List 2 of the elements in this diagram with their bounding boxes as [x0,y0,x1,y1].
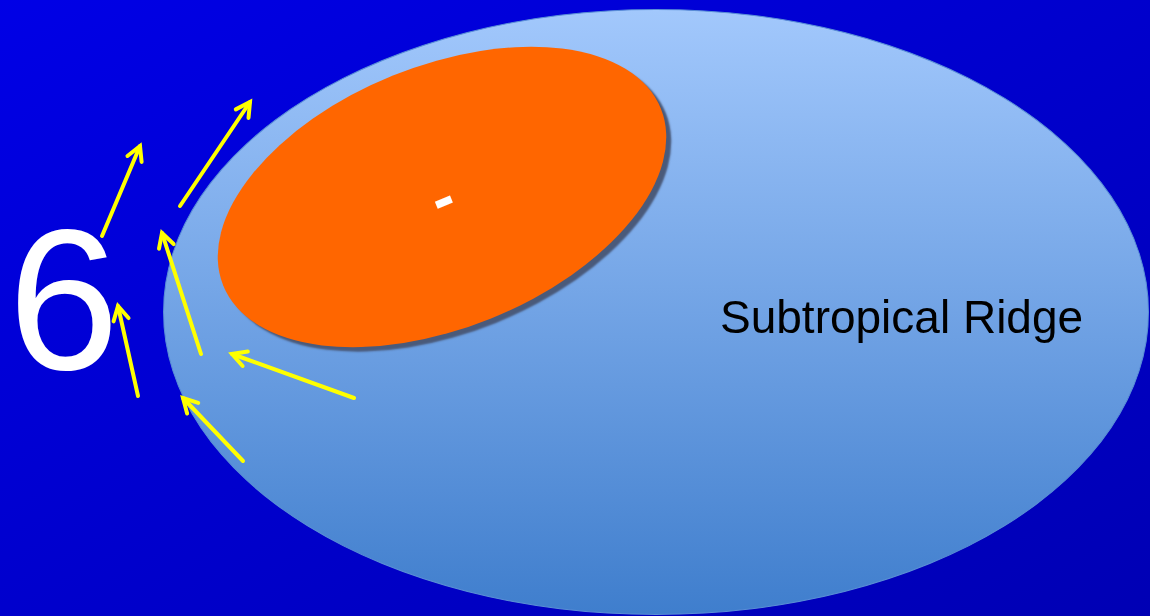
storm-number: 6 [8,200,120,400]
minus-sign: - [420,163,464,231]
